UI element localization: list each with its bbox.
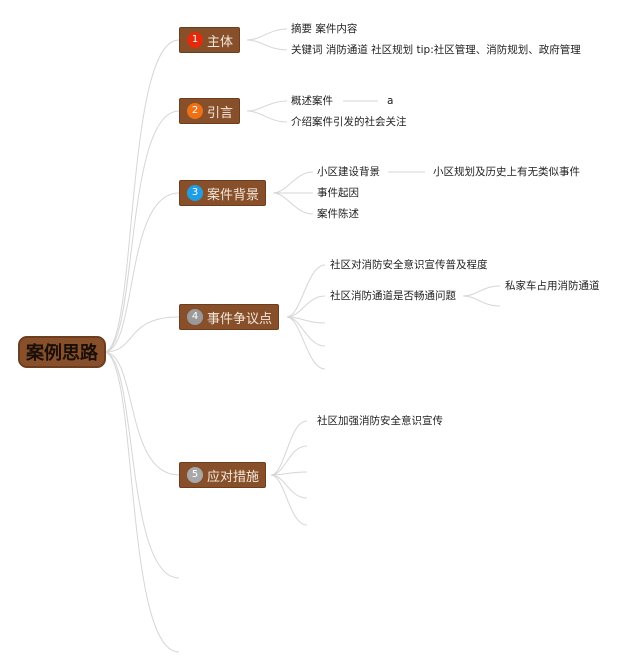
- branch-connector: [286, 295, 326, 318]
- root-connector: [103, 110, 180, 353]
- root-connector: [103, 316, 180, 353]
- branch-node-4[interactable]: 4 事件争议点: [179, 304, 280, 330]
- branch-node-label: 应对措施: [207, 469, 260, 485]
- branch-connector: [462, 285, 501, 297]
- root-connector: [103, 351, 180, 653]
- branch-node-2[interactable]: 2 引言: [179, 98, 241, 124]
- branch-connector: [270, 474, 308, 526]
- branch-connector: [246, 39, 288, 51]
- root-connector: [103, 192, 180, 353]
- branch-node-label: 主体: [207, 34, 234, 50]
- branch-node-1[interactable]: 1 主体: [179, 27, 241, 53]
- leaf-node[interactable]: 小区建设背景: [317, 166, 380, 178]
- branch-connector: [286, 316, 326, 347]
- branch-connector: [270, 445, 308, 476]
- branch-node-label: 引言: [207, 105, 234, 121]
- root-node-label: 案例思路: [26, 343, 98, 364]
- number-badge-icon: 5: [187, 467, 203, 483]
- leaf-node[interactable]: 概述案件: [291, 95, 333, 107]
- branch-connector: [246, 100, 288, 112]
- leaf-node[interactable]: 介绍案件引发的社会关注: [291, 116, 407, 128]
- branch-connector: [286, 264, 326, 318]
- root-connector: [103, 351, 180, 476]
- leaf-node[interactable]: 私家车占用消防通道: [505, 280, 600, 292]
- branch-connector: [272, 192, 314, 215]
- branch-connector: [286, 316, 326, 370]
- branch-connector: [270, 420, 308, 476]
- number-badge-icon: 2: [187, 103, 203, 119]
- branch-connector: [272, 171, 314, 194]
- root-node[interactable]: 案例思路: [18, 336, 106, 368]
- leaf-node[interactable]: a: [387, 95, 394, 107]
- leaf-node[interactable]: 摘要 案件内容: [291, 23, 358, 35]
- leaf-node[interactable]: 社区消防通道是否畅通问题: [330, 290, 456, 302]
- root-connector: [103, 39, 180, 353]
- branch-node-5[interactable]: 5 应对措施: [179, 462, 267, 488]
- leaf-node[interactable]: 社区对消防安全意识宣传普及程度: [330, 259, 488, 271]
- branch-connector: [270, 471, 308, 476]
- leaf-node[interactable]: 社区加强消防安全意识宣传: [317, 415, 443, 427]
- branch-node-3[interactable]: 3 案件背景: [179, 180, 267, 206]
- number-badge-icon: 1: [187, 32, 203, 48]
- number-badge-icon: 4: [187, 309, 203, 325]
- number-badge-icon: 3: [187, 185, 203, 201]
- branch-connector: [246, 110, 288, 123]
- leaf-node[interactable]: 小区规划及历史上有无类似事件: [433, 166, 580, 178]
- branch-node-label: 案件背景: [207, 187, 260, 203]
- root-connector: [103, 351, 180, 579]
- branch-connector: [462, 295, 501, 307]
- branch-node-label: 事件争议点: [207, 311, 273, 327]
- leaf-node[interactable]: 事件起因: [317, 187, 359, 199]
- leaf-node[interactable]: 关键词 消防通道 社区规划 tip:社区管理、消防规划、政府管理: [291, 44, 581, 56]
- branch-connector: [246, 28, 288, 41]
- leaf-node[interactable]: 案件陈述: [317, 208, 359, 220]
